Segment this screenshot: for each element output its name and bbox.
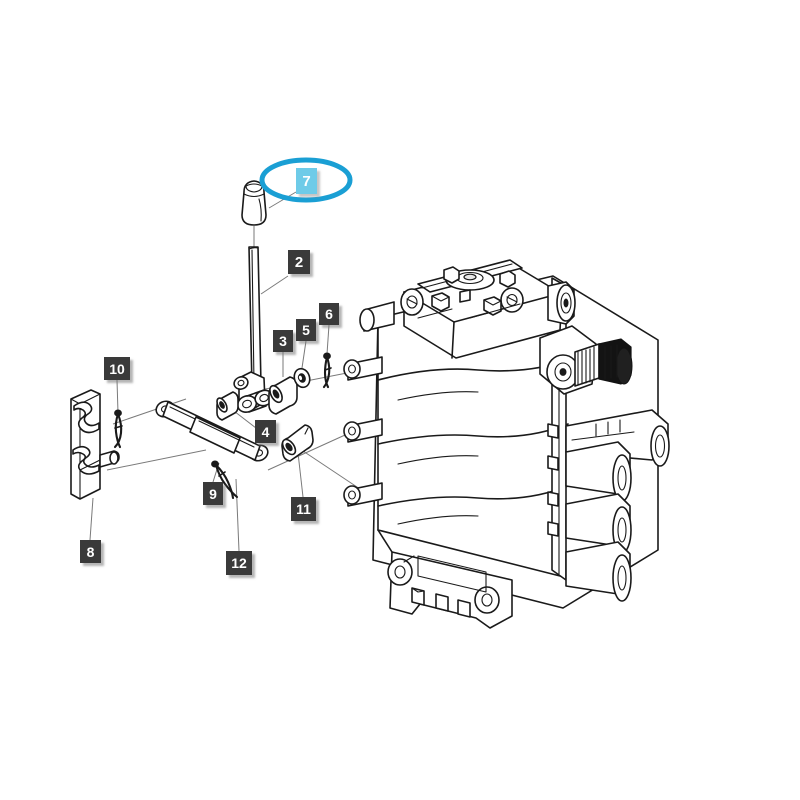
callout-6[interactable]: 6 <box>319 303 339 325</box>
callout-8[interactable]: 8 <box>80 540 101 563</box>
part-flat-washer <box>293 367 311 389</box>
part-hydraulic-control-valve-assembly <box>343 259 670 629</box>
callout-4[interactable]: 4 <box>255 420 276 443</box>
callout-10[interactable]: 10 <box>104 357 130 380</box>
highlight-ellipse <box>259 157 353 203</box>
part-guide-bracket-plate <box>70 389 120 500</box>
callout-12[interactable]: 12 <box>226 551 252 575</box>
valve-left-port-bosses <box>343 356 383 507</box>
part-spacer-bushing <box>268 376 298 415</box>
valve-top-pilot-section <box>400 259 576 359</box>
part-lever-knob <box>241 180 267 226</box>
callout-3[interactable]: 3 <box>273 330 293 352</box>
part-connecting-link-rod <box>155 400 269 462</box>
part-clevis-pin <box>281 424 314 462</box>
callout-2[interactable]: 2 <box>288 250 310 274</box>
callout-9[interactable]: 9 <box>203 482 223 505</box>
part-small-bushing <box>216 391 239 421</box>
part-cotter-pin-lower <box>211 460 239 500</box>
callout-5[interactable]: 5 <box>296 319 316 341</box>
callout-7[interactable]: 7 <box>296 168 317 194</box>
callout-11[interactable]: 11 <box>291 497 316 521</box>
part-cotter-pin-left <box>113 409 123 449</box>
valve-relief-knob <box>539 325 633 395</box>
part-cotter-pin-upper <box>322 352 332 389</box>
part-lever-rod <box>248 246 262 388</box>
valve-bottom-mounting-foot <box>387 551 513 629</box>
valve-spool-cylinders <box>565 409 670 602</box>
